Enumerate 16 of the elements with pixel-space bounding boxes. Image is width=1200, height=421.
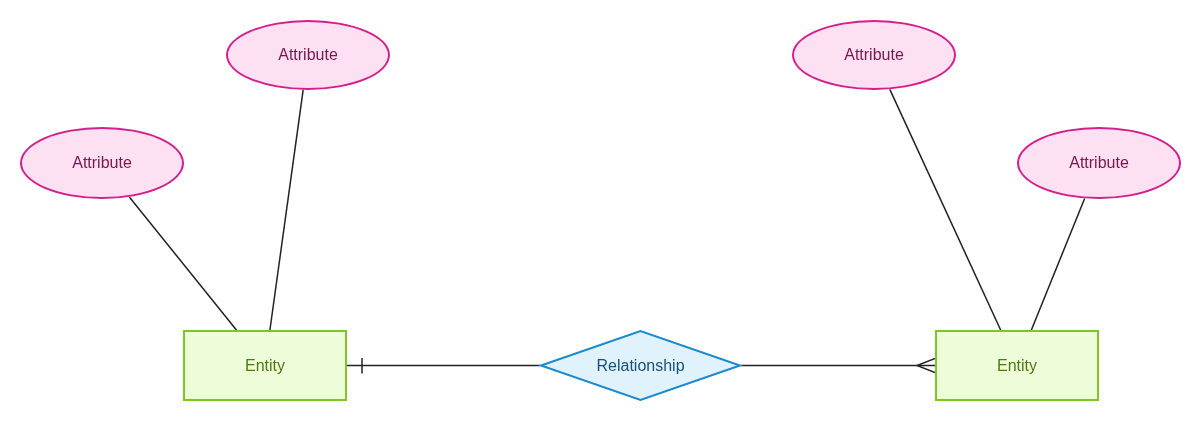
connector-line	[128, 196, 238, 331]
node-label: Attribute	[1069, 154, 1129, 172]
connector-line	[889, 88, 1002, 331]
connector-line	[740, 357, 936, 374]
connector-line	[269, 89, 304, 331]
connector-line	[1030, 197, 1086, 331]
node-label: Attribute	[844, 46, 904, 64]
entity-box	[935, 330, 1099, 401]
node-label: Entity	[997, 356, 1037, 375]
node-label: Relationship	[596, 356, 685, 375]
node-label: Entity	[245, 356, 285, 375]
node-label: Attribute	[278, 46, 338, 64]
connector-line	[346, 356, 541, 375]
node-label: Attribute	[72, 154, 132, 172]
entity-box	[183, 330, 347, 401]
relationship-diamond	[540, 330, 741, 401]
